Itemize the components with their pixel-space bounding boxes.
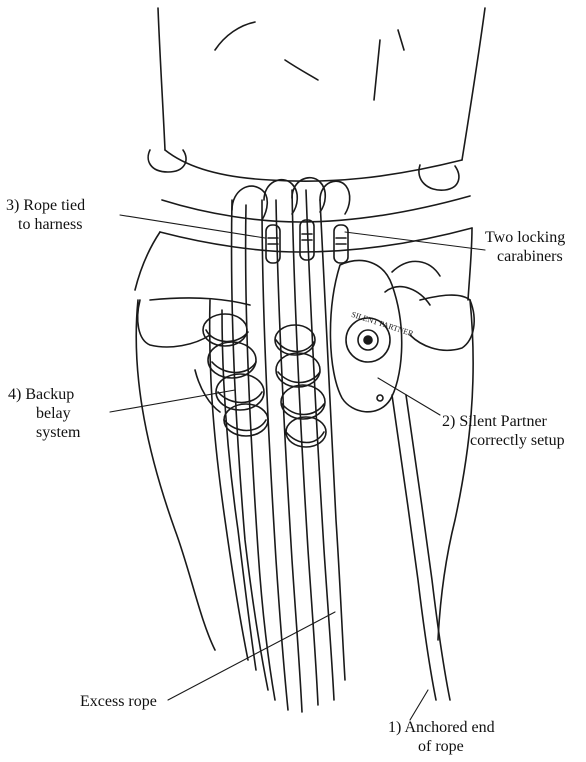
silent-partner-device [330,261,440,412]
label-silent-partner: 2) Silent Partner correctly setup [442,412,565,450]
label-anchored-line2: of rope [388,737,495,756]
label-anchored-line1: 1) Anchored end [388,718,495,737]
label-backup-line3: system [8,423,80,442]
label-rope-tied: 3) Rope tied to harness [6,196,85,234]
label-rope-tied-line2: to harness [6,215,85,234]
label-backup-line2: belay [8,404,80,423]
label-anchored-end: 1) Anchored end of rope [388,718,495,756]
label-backup-line1: 4) Backup [8,385,80,404]
label-carabiners-line1: Two locking [485,228,565,247]
label-excess-rope: Excess rope [80,692,157,711]
label-carabiners: Two locking carabiners [485,228,565,266]
rope-strands [210,190,345,712]
label-carabiners-line2: carabiners [485,247,565,266]
label-silent-partner-line1: 2) Silent Partner [442,412,565,431]
label-backup-belay: 4) Backup belay system [8,385,80,442]
torso-outline [148,8,485,190]
label-silent-partner-line2: correctly setup [442,431,565,450]
label-rope-tied-line1: 3) Rope tied [6,196,85,215]
rope-loops [232,178,350,220]
label-excess-rope-line1: Excess rope [80,692,157,711]
